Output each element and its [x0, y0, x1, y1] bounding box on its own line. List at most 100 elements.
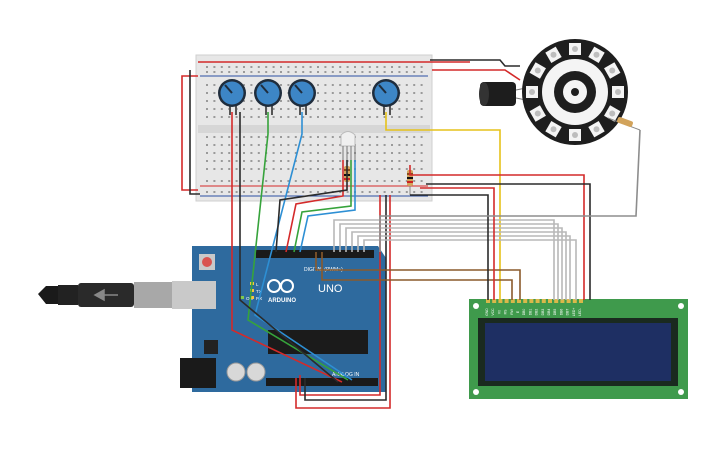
tx-label: TX — [256, 289, 262, 294]
breadboard-hole — [339, 92, 342, 94]
lcd-pin[interactable] — [541, 299, 546, 303]
l-led-label: L — [256, 282, 259, 287]
breadboard-hole — [309, 136, 312, 138]
breadboard-hole — [354, 108, 356, 110]
potentiometer-1[interactable] — [218, 79, 246, 115]
neopixel-ring[interactable] — [522, 39, 628, 145]
breadboard-hole — [213, 160, 216, 162]
breadboard-hole — [376, 191, 379, 193]
lcd-pin[interactable] — [548, 299, 552, 303]
breadboard-hole — [420, 168, 423, 170]
breadboard-hole — [339, 144, 342, 146]
breadboard-hole — [346, 66, 349, 68]
breadboard-hole — [354, 84, 356, 86]
breadboard-hole — [398, 168, 401, 170]
breadboard-hole — [405, 71, 408, 73]
breadboard-hole — [243, 191, 245, 193]
breadboard-hole — [391, 136, 393, 138]
lcd-pin[interactable] — [572, 299, 577, 303]
breadboard-hole — [361, 160, 364, 162]
breadboard-hole — [331, 84, 334, 86]
buzzer[interactable] — [479, 82, 527, 106]
lcd-pin-label: DB7 — [566, 309, 570, 316]
lcd-pin-label: DB4 — [547, 309, 551, 316]
breadboard-hole — [391, 116, 393, 118]
lcd-pin[interactable] — [535, 299, 540, 303]
breadboard-hole — [309, 180, 312, 182]
breadboard-hole — [272, 136, 275, 138]
breadboard-hole — [405, 180, 408, 182]
breadboard-hole — [257, 144, 260, 146]
arduino-uno[interactable]: ARDUINO UNO DIGITAL (PWM~) ANALOG IN TX … — [172, 246, 386, 392]
breadboard-hole — [265, 191, 268, 193]
rgb-led[interactable] — [340, 131, 356, 163]
breadboard-hole — [287, 71, 290, 73]
potentiometer-4[interactable] — [372, 79, 400, 115]
lcd-pin[interactable] — [579, 299, 583, 303]
breadboard-hole — [354, 92, 356, 94]
breadboard-hole — [391, 168, 393, 170]
breadboard-hole — [324, 152, 327, 154]
breadboard-hole — [391, 144, 393, 146]
breadboard-hole — [339, 71, 342, 73]
breadboard-hole — [361, 66, 364, 68]
breadboard-hole — [250, 108, 253, 110]
usb-jack — [172, 281, 216, 309]
lcd-pin[interactable] — [492, 299, 497, 303]
breadboard-hole — [287, 168, 290, 170]
breadboard-hole — [376, 160, 379, 162]
breadboard-hole — [324, 92, 327, 94]
breadboard-hole — [317, 160, 319, 162]
breadboard-hole — [213, 84, 216, 86]
breadboard-hole — [309, 168, 312, 170]
breadboard-hole — [383, 168, 386, 170]
breadboard-hole — [206, 152, 208, 154]
breadboard-hole — [361, 84, 364, 86]
breadboard-hole — [420, 92, 423, 94]
breadboard-hole — [294, 144, 297, 146]
breadboard-hole — [368, 66, 371, 68]
breadboard-hole — [213, 180, 216, 182]
breadboard-hole — [228, 191, 231, 193]
lcd-pin[interactable] — [523, 299, 528, 303]
breadboard-hole — [317, 116, 319, 118]
lcd-pin[interactable] — [517, 299, 521, 303]
breadboard-hole — [383, 180, 386, 182]
breadboard-hole — [243, 152, 245, 154]
breadboard-hole — [420, 116, 423, 118]
potentiometer-3[interactable] — [288, 79, 316, 115]
power-jack — [180, 358, 216, 388]
breadboard-hole — [383, 71, 386, 73]
lcd-pin[interactable] — [566, 299, 571, 303]
breadboard-hole — [265, 168, 268, 170]
lcd-pin[interactable] — [554, 299, 559, 303]
potentiometer-2[interactable] — [254, 79, 282, 115]
lcd-pin[interactable] — [486, 299, 490, 303]
breadboard-hole — [235, 168, 238, 170]
breadboard-hole — [309, 71, 312, 73]
breadboard-hole — [405, 66, 408, 68]
breadboard-hole — [405, 168, 408, 170]
breadboard-hole — [361, 71, 364, 73]
breadboard-hole — [280, 144, 282, 146]
breadboard-hole — [213, 144, 216, 146]
breadboard-hole — [213, 168, 216, 170]
lcd-pin[interactable] — [498, 299, 503, 303]
lcd-pin[interactable] — [510, 299, 515, 303]
lcd-pin[interactable] — [560, 299, 565, 303]
breadboard-hole — [405, 108, 408, 110]
breadboard-hole — [368, 71, 371, 73]
breadboard-hole — [272, 71, 275, 73]
breadboard-hole — [302, 116, 305, 118]
lcd-pin[interactable] — [529, 299, 534, 303]
breadboard-hole — [257, 160, 260, 162]
breadboard-hole — [317, 71, 319, 73]
breadboard-hole — [265, 71, 268, 73]
breadboard-hole — [206, 92, 208, 94]
lcd-pin[interactable] — [504, 299, 509, 303]
breadboard-hole — [405, 84, 408, 86]
breadboard-hole — [243, 108, 245, 110]
breadboard-hole — [250, 136, 253, 138]
breadboard-hole — [331, 144, 334, 146]
